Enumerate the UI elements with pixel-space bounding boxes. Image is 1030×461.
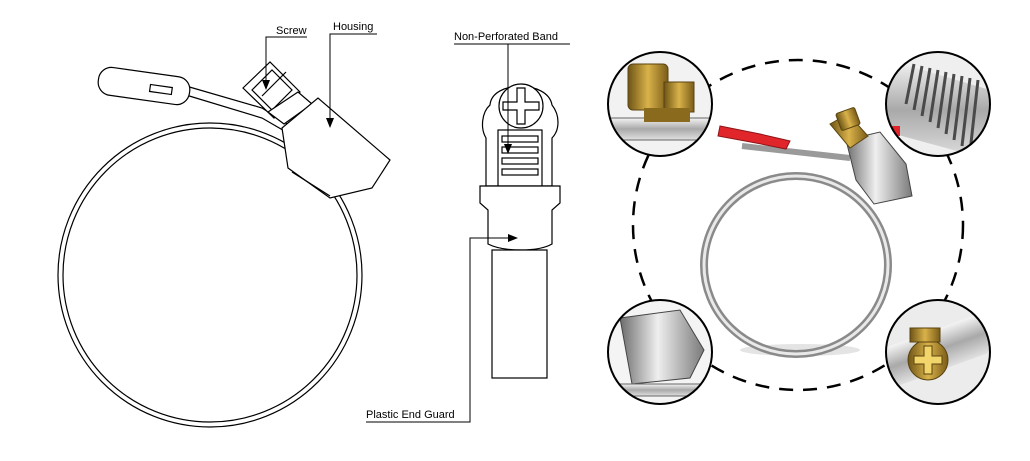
housing-photo <box>845 131 913 205</box>
band-ring <box>57 122 363 428</box>
detail-bottom-left <box>607 299 713 405</box>
detail-top-left <box>607 51 713 157</box>
red-end-guard-photo <box>717 125 791 150</box>
label-housing: Housing <box>333 21 373 33</box>
brass-screw-photo <box>829 107 869 149</box>
detail-top-right <box>885 51 991 157</box>
detail-bottom-right <box>885 299 991 405</box>
arrow-icon <box>326 118 334 128</box>
label-screw: Screw <box>276 25 307 37</box>
label-guard-group: Plastic End Guard <box>366 234 518 423</box>
end-view-line-drawing <box>479 83 561 379</box>
screw-head-closeup-icon <box>886 311 990 387</box>
band-slots-closeup-icon <box>886 60 990 156</box>
dashed-detail-circle <box>631 58 965 392</box>
plastic-end-guard-tab <box>97 66 191 106</box>
label-plastic-end-guard: Plastic End Guard <box>366 409 455 421</box>
arrow-icon <box>262 80 270 90</box>
housing-end-closeup-icon <box>608 309 711 397</box>
band-slots <box>501 135 539 176</box>
steel-band-photo <box>700 172 892 358</box>
clamp-photo <box>607 51 991 405</box>
clamp-line-drawing <box>57 61 391 428</box>
label-band-group: Non-Perforated Band <box>454 31 570 154</box>
label-screw-group: Screw <box>262 25 307 90</box>
housing-drawing <box>266 91 391 199</box>
arrow-icon <box>508 234 518 242</box>
label-non-perforated-band: Non-Perforated Band <box>454 31 558 43</box>
arrow-icon <box>504 144 512 154</box>
screw-housing-closeup-icon <box>608 63 712 141</box>
label-housing-group: Housing <box>326 21 377 128</box>
